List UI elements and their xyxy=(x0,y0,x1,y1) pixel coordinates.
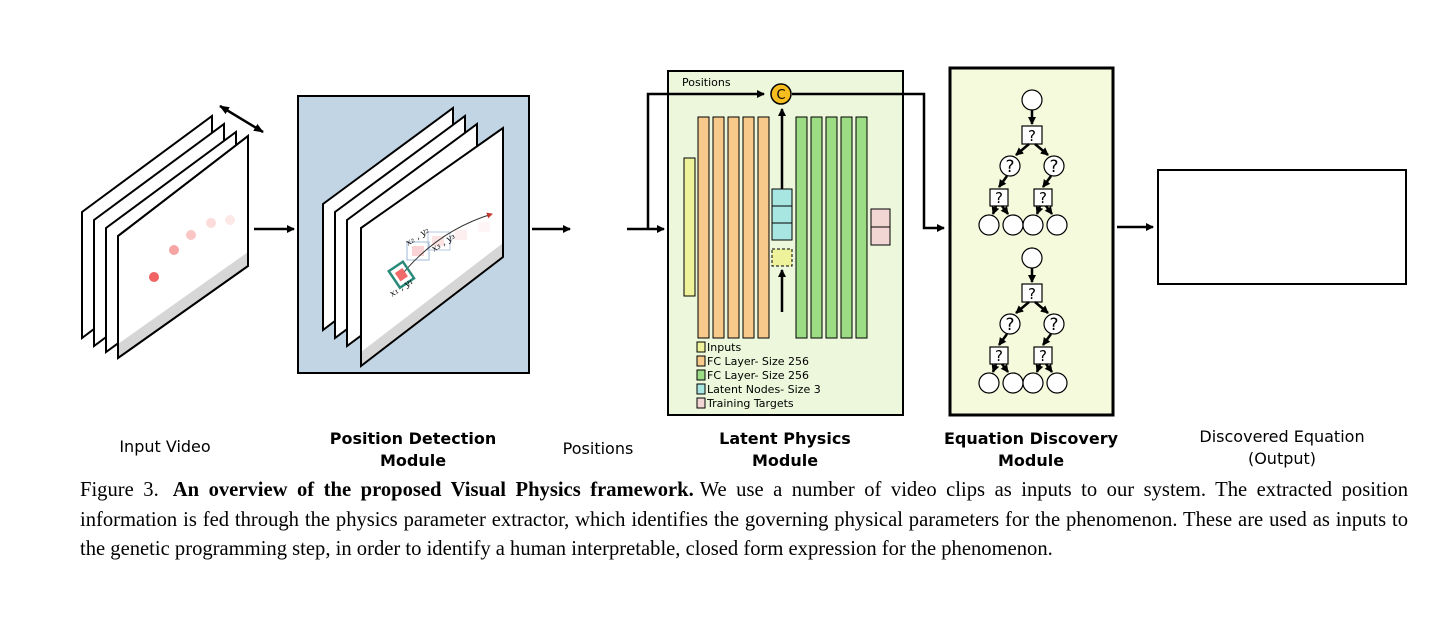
tree-variable-node xyxy=(1043,155,1065,177)
tree-variable-node xyxy=(999,155,1021,177)
tree-edge xyxy=(1041,175,1053,188)
tree-leaf-node xyxy=(1046,214,1068,236)
ball-position xyxy=(225,215,235,225)
trajectory-arrow xyxy=(403,212,493,273)
tree-leaf-node xyxy=(1002,372,1024,394)
framework-diagram: x₁ , y₁ x₂ , y₂ x₃ , y₃ Positions xyxy=(81,66,1407,470)
legend-item-inputs: Inputs xyxy=(696,341,741,354)
svg-text:Inputs: Inputs xyxy=(707,341,741,354)
discovered-equation-box xyxy=(1157,169,1407,285)
svg-text:FC Layer- Size 256: FC Layer- Size 256 xyxy=(707,369,809,382)
latent-legend: Inputs FC Layer- Size 256 FC Layer- Size… xyxy=(696,341,821,410)
legend-item-fc-encoder: FC Layer- Size 256 xyxy=(696,355,809,368)
figure-caption: Figure 3. An overview of the proposed Vis… xyxy=(80,476,1408,565)
tree-edge xyxy=(991,363,1000,373)
operator-symbol: ? xyxy=(1039,347,1047,365)
tree-edge xyxy=(1034,143,1049,156)
tree-variable-node xyxy=(1043,313,1065,335)
tree-variable-node xyxy=(999,313,1021,335)
latent-nodes xyxy=(771,188,793,267)
operator-symbol: ? xyxy=(1028,127,1036,145)
tree-operator-node xyxy=(989,188,1009,207)
tree-edge xyxy=(1035,205,1044,215)
tree-operator-node xyxy=(989,346,1009,365)
variable-symbol: ? xyxy=(1005,157,1014,177)
label-positions: Positions xyxy=(563,439,634,458)
ball-position xyxy=(206,218,216,228)
figure-label: Figure 3. xyxy=(80,479,159,501)
latent-physics-module: Positions C xyxy=(646,70,904,416)
operator-symbol: ? xyxy=(1028,285,1036,303)
tree-edge xyxy=(997,175,1009,188)
ball-position xyxy=(186,230,196,240)
operator-symbol: ? xyxy=(995,189,1003,207)
tracker-box xyxy=(387,259,416,290)
expression-trees: ?????????? xyxy=(978,89,1068,394)
time-axis-arrow xyxy=(219,104,264,134)
tree-edge xyxy=(1034,301,1049,314)
legend-item-targets: Training Targets xyxy=(696,397,794,410)
variable-symbol: ? xyxy=(1005,315,1014,335)
tree-edge xyxy=(991,205,1000,215)
legend-item-fc-decoder: FC Layer- Size 256 xyxy=(696,369,809,382)
label-discovered-equation-output: (Output) xyxy=(1248,449,1316,468)
label-input-video: Input Video xyxy=(119,437,210,456)
tree-edge xyxy=(1044,205,1053,215)
tree-leaf-node xyxy=(1022,372,1044,394)
decoder-fc-layers xyxy=(795,116,868,339)
detection-frame-front: x₁ , y₁ x₂ , y₂ x₃ , y₃ xyxy=(360,126,504,369)
tree-root-node xyxy=(1021,89,1043,111)
legend-item-latent: Latent Nodes- Size 3 xyxy=(696,383,821,396)
tree-leaf-node xyxy=(1022,214,1044,236)
variable-symbol: ? xyxy=(1049,157,1058,177)
tree-root-node xyxy=(1021,247,1043,269)
position-detection-module: x₁ , y₁ x₂ , y₂ x₃ , y₃ xyxy=(297,95,530,374)
concat-symbol: C xyxy=(776,88,785,103)
tree-leaf-node xyxy=(1002,214,1024,236)
svg-text:FC Layer- Size 256: FC Layer- Size 256 xyxy=(707,355,809,368)
tree-leaf-node xyxy=(978,372,1000,394)
positions-skip-path xyxy=(646,90,765,229)
caption-body: We use a number of video clips as inputs… xyxy=(80,479,1408,560)
tree-leaf-node xyxy=(1046,372,1068,394)
video-frame-front xyxy=(117,133,249,360)
label-equation-discovery: Equation Discovery xyxy=(944,429,1119,448)
concat-node xyxy=(770,83,792,105)
tree-edge xyxy=(1015,301,1030,314)
input-video-frames xyxy=(81,104,264,360)
caption-title: An overview of the proposed Visual Physi… xyxy=(172,479,694,501)
encoder-fc-layers xyxy=(697,116,770,339)
label-latent-physics-module: Module xyxy=(752,451,818,470)
ball-position xyxy=(149,272,159,282)
svg-text:Training Targets: Training Targets xyxy=(706,397,794,410)
label-position-detection: Position Detection xyxy=(330,429,496,448)
label-latent-physics: Latent Physics xyxy=(719,429,851,448)
ball-position xyxy=(169,245,179,255)
training-targets xyxy=(870,208,891,246)
svg-text:Latent Nodes- Size 3: Latent Nodes- Size 3 xyxy=(707,383,821,396)
variable-symbol: ? xyxy=(1049,315,1058,335)
equation-discovery-module: ?????????? xyxy=(948,66,1115,417)
tree-edge xyxy=(1015,143,1030,156)
label-position-detection-module: Module xyxy=(380,451,446,470)
tree-operator-node xyxy=(1021,283,1043,303)
tree-edge xyxy=(1044,363,1053,373)
tree-edge xyxy=(1000,363,1009,373)
tree-edge xyxy=(1000,205,1009,215)
tree-operator-node xyxy=(1033,188,1053,207)
input-layer xyxy=(683,157,696,297)
operator-symbol: ? xyxy=(995,347,1003,365)
tree-edge xyxy=(997,333,1009,346)
label-equation-discovery-module: Module xyxy=(998,451,1064,470)
label-discovered-equation: Discovered Equation xyxy=(1199,427,1364,446)
tree-operator-node xyxy=(1033,346,1053,365)
tree-operator-node xyxy=(1021,125,1043,145)
arrow-latent-to-equation xyxy=(792,92,945,232)
latent-positions-tag: Positions xyxy=(682,76,731,89)
tree-edge xyxy=(1041,333,1053,346)
operator-symbol: ? xyxy=(1039,189,1047,207)
tree-edge xyxy=(1035,363,1044,373)
tree-leaf-node xyxy=(978,214,1000,236)
